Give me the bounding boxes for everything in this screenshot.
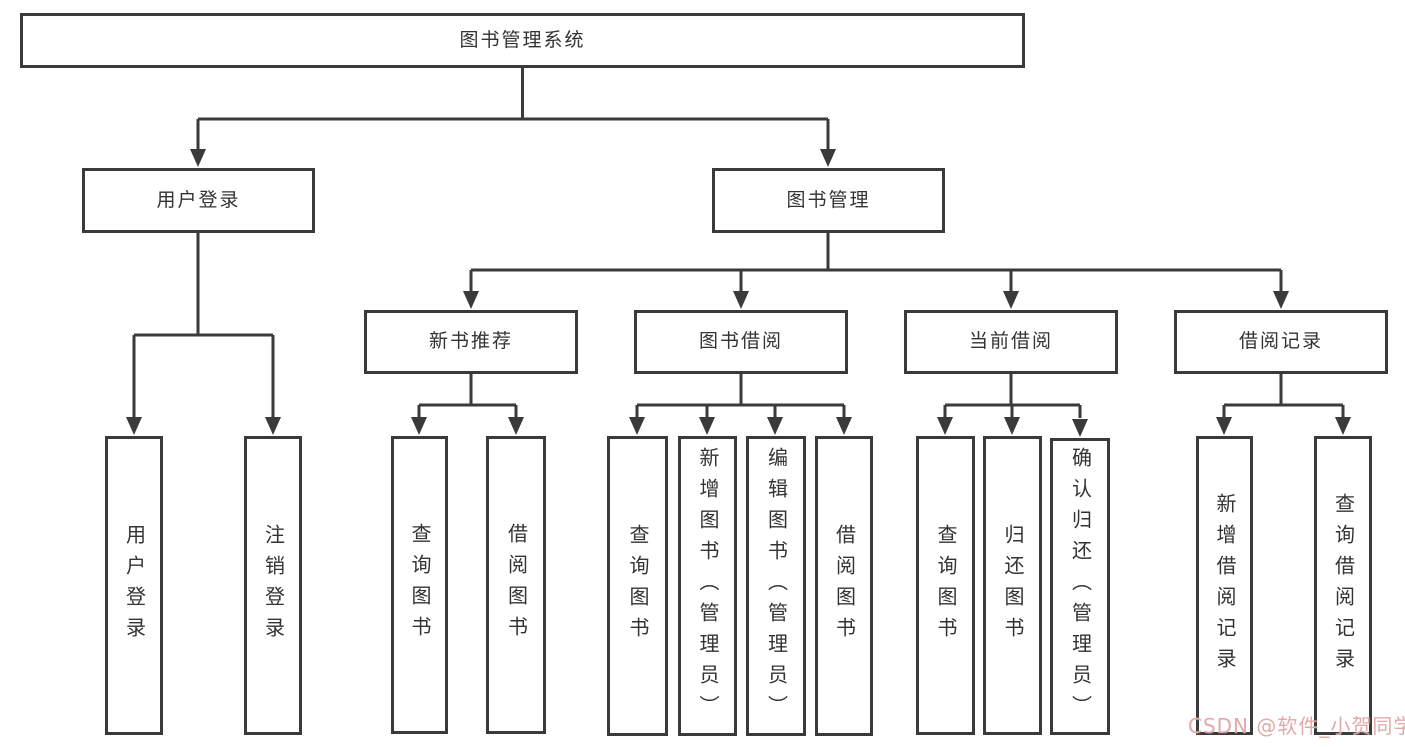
- node-newbooks-borrow-books: 借阅图书: [486, 436, 546, 734]
- arrowhead-icon: [463, 291, 479, 309]
- node-user-login-leaf: 用户登录: [105, 436, 163, 735]
- arrowhead-icon: [836, 417, 852, 435]
- csdn-watermark: CSDN @软件_小贺同学: [1188, 714, 1405, 738]
- node-add-borrow-record: 新增借阅记录: [1196, 436, 1253, 735]
- arrowhead-icon: [733, 291, 749, 309]
- node-logout: 注销登录: [244, 436, 302, 735]
- node-newbooks-query-books: 查询图书: [391, 436, 448, 734]
- arrowhead-icon: [126, 417, 142, 435]
- node-query-borrow-record: 查询借阅记录: [1314, 436, 1372, 735]
- connector-book-mgmt-to-level3: [463, 233, 1289, 309]
- arrowhead-icon: [1072, 419, 1088, 437]
- node-current-query-books: 查询图书: [916, 436, 975, 735]
- arrowhead-icon: [1273, 291, 1289, 309]
- connector-new-books-children: [411, 374, 524, 435]
- arrowhead-icon: [820, 149, 836, 167]
- arrowhead-icon: [1216, 417, 1232, 435]
- arrowhead-icon: [265, 417, 281, 435]
- arrowhead-icon: [1003, 291, 1019, 309]
- node-user-login: 用户登录: [82, 168, 315, 233]
- node-confirm-return-admin: 确认归还（管理员）: [1050, 438, 1110, 735]
- node-borrow-query-books: 查询图书: [607, 436, 668, 736]
- arrowhead-icon: [1004, 417, 1020, 435]
- node-edit-books-admin: 编辑图书（管理员）: [746, 436, 806, 736]
- arrowhead-icon: [508, 417, 524, 435]
- node-root: 图书管理系统: [20, 13, 1025, 68]
- arrowhead-icon: [190, 149, 206, 167]
- connector-book-borrow-children: [629, 374, 852, 435]
- connector-current-borrow-children: [937, 374, 1088, 437]
- node-current-borrow: 当前借阅: [904, 310, 1118, 374]
- arrowhead-icon: [767, 417, 783, 435]
- node-add-books-admin: 新增图书（管理员）: [678, 436, 737, 736]
- connector-user-login-children: [126, 233, 281, 435]
- node-return-books: 归还图书: [983, 436, 1042, 735]
- arrowhead-icon: [699, 417, 715, 435]
- node-book-management: 图书管理: [712, 168, 945, 233]
- node-borrow-books-leaf: 借阅图书: [815, 436, 873, 736]
- arrowhead-icon: [937, 417, 953, 435]
- arrowhead-icon: [411, 417, 427, 435]
- connector-borrow-records-children: [1216, 374, 1351, 435]
- arrowhead-icon: [1335, 417, 1351, 435]
- node-new-book-recommend: 新书推荐: [364, 310, 578, 374]
- connector-root-to-level2: [190, 68, 836, 167]
- arrowhead-icon: [629, 417, 645, 435]
- node-borrow-records: 借阅记录: [1174, 310, 1388, 374]
- node-book-borrow: 图书借阅: [634, 310, 848, 374]
